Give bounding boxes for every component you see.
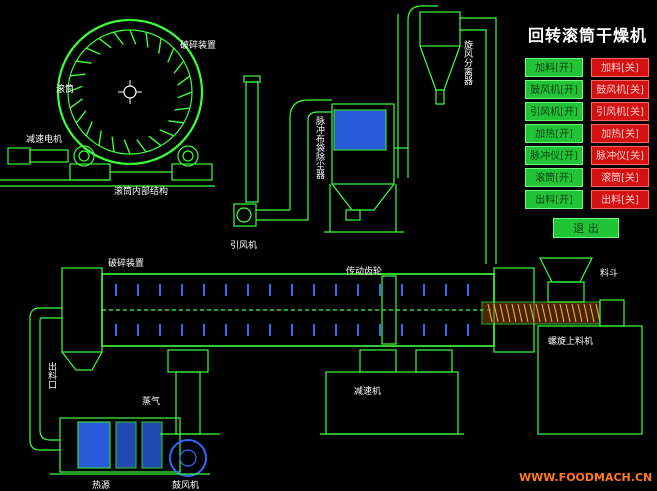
label-gear: 传动齿轮 [346, 267, 383, 277]
stop-button[interactable]: 加料[关] [591, 58, 649, 77]
label-crusher-top: 破碎装置 [180, 41, 217, 51]
label-heat-source: 热源 [92, 481, 111, 491]
label-reducer-motor: 减速电机 [26, 135, 63, 145]
stop-button[interactable]: 脉冲仪[关] [591, 146, 649, 165]
label-outlet: 出料口 [46, 362, 56, 389]
exit-button[interactable]: 退 出 [553, 218, 619, 238]
rotary-drum [61, 267, 535, 353]
drum-supports [160, 275, 464, 435]
label-id-fan: 引风机 [230, 241, 258, 251]
stop-button[interactable]: 引风机[关] [591, 102, 649, 121]
label-screw-feeder: 螺旋上料机 [548, 337, 594, 347]
page-title: 回转滚筒干燥机 [528, 26, 648, 45]
cyclone-separator [394, 5, 497, 264]
start-button[interactable]: 滚筒[开] [525, 168, 583, 187]
stop-button[interactable]: 出料[关] [591, 190, 649, 209]
id-fan-assembly [233, 75, 300, 227]
label-pulse-bag: 脉冲布袋除尘器 [314, 116, 324, 179]
drum-cross-section [56, 18, 204, 166]
start-button[interactable]: 加热[开] [525, 124, 583, 143]
start-button[interactable]: 加料[开] [525, 58, 583, 77]
start-button[interactable]: 引风机[开] [525, 102, 583, 121]
label-steam: 蒸气 [142, 397, 161, 407]
label-blower: 鼓风机 [172, 481, 200, 491]
start-button[interactable]: 鼓风机[开] [525, 80, 583, 99]
label-crusher-main: 破碎装置 [108, 259, 145, 269]
watermark: WWW.FOODMACH.CN [519, 471, 653, 484]
stop-button[interactable]: 滚筒[关] [591, 168, 649, 187]
label-cyclone: 旋风分离器 [462, 40, 472, 85]
heat-source-unit [50, 417, 210, 477]
label-hopper: 料斗 [600, 269, 619, 279]
start-button[interactable]: 出料[开] [525, 190, 583, 209]
label-reducer: 减速机 [354, 387, 382, 397]
drum-drive-assembly [0, 145, 215, 187]
label-drum-inner: 滚筒内部结构 [114, 187, 169, 197]
hopper-and-screw-feeder [481, 257, 643, 435]
discharge-outlet [29, 307, 103, 451]
label-drum: 滚筒 [56, 85, 75, 95]
stop-button[interactable]: 鼓风机[关] [591, 80, 649, 99]
start-button[interactable]: 脉冲仪[开] [525, 146, 583, 165]
stop-button[interactable]: 加热[关] [591, 124, 649, 143]
pulse-bag-filter [324, 103, 404, 233]
